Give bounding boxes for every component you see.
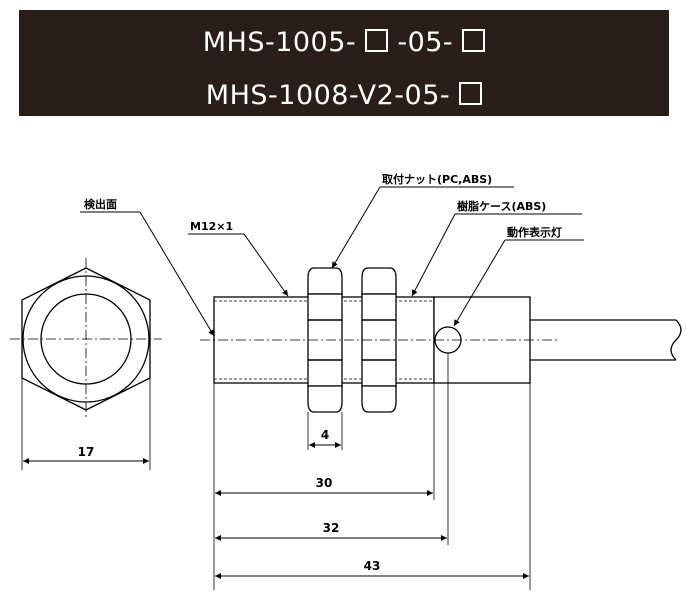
leader-nut [331,186,381,269]
nut-left [307,267,343,413]
option-box-2 [462,29,486,52]
model-line-1: MHS-1005- -05- [19,27,669,58]
option-box-1 [365,29,389,52]
label-thread: M12×1 [190,220,233,233]
leader-detect [139,211,215,337]
leader-case [411,213,456,297]
model-1-prefix: MHS-1005- [202,27,366,58]
side-view [200,267,682,590]
model-header: MHS-1005- -05- MHS-1008-V2-05- [19,10,669,116]
leader-indicator [453,239,506,327]
label-indicator: 動作表示灯 [507,225,562,239]
label-case: 樹脂ケース(ABS) [457,199,546,213]
option-box-3 [459,82,483,105]
label-nut: 取付ナット(PC,ABS) [382,172,492,186]
nut-right [361,267,397,413]
label-detect-face: 検出面 [84,197,117,211]
model-1-mid: -05- [388,27,463,58]
dim-43: 43 [364,559,381,573]
cable [530,319,682,361]
dim-30: 30 [316,476,333,490]
front-view [10,258,162,470]
dim-17: 17 [78,445,95,459]
leader-thread [243,233,289,297]
dim-4: 4 [321,428,329,442]
dim-32: 32 [323,521,340,535]
model-2-prefix: MHS-1008-V2-05- [205,80,460,111]
model-line-2: MHS-1008-V2-05- [19,80,669,111]
